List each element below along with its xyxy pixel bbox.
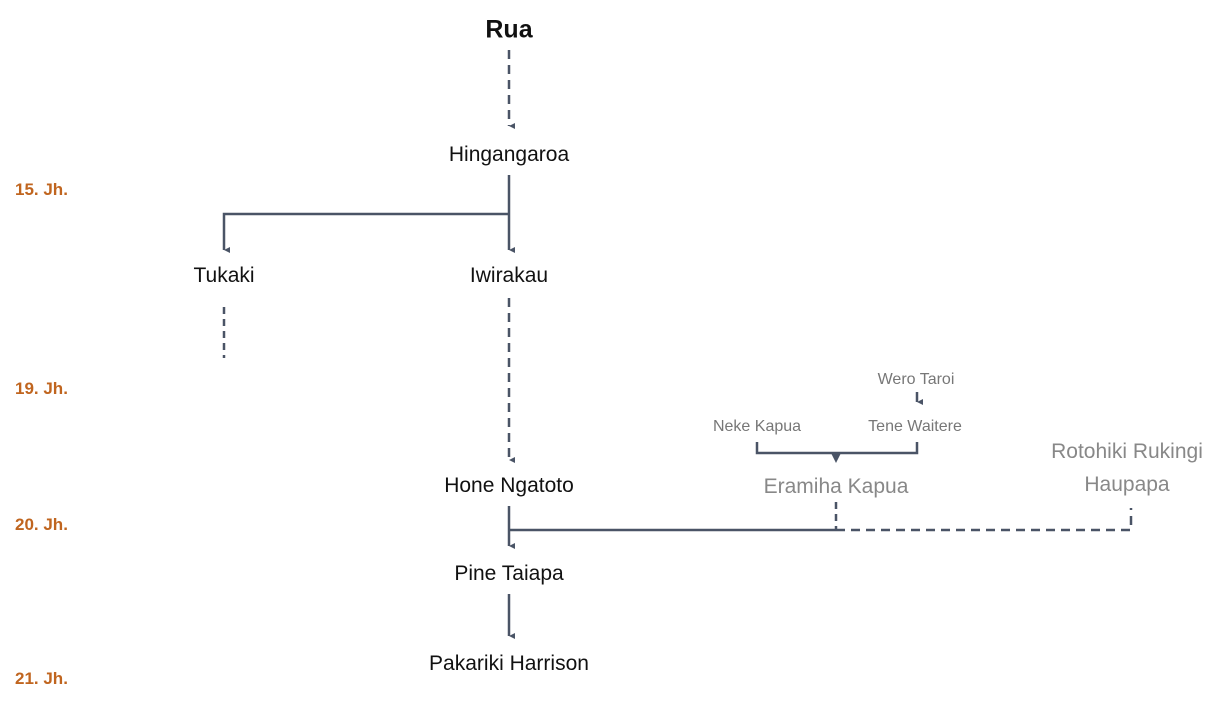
person-hone-ngatoto: Hone Ngatoto <box>444 474 574 497</box>
kapua-parents-bracket <box>755 442 919 455</box>
century-label: 20. Jh. <box>15 515 68 534</box>
hingangaroa-to-tukaki <box>222 212 509 250</box>
century-label: 15. Jh. <box>15 180 68 199</box>
person-pine-taiapa: Pine Taiapa <box>454 562 564 585</box>
person-tukaki: Tukaki <box>193 264 255 287</box>
century-label: 21. Jh. <box>15 669 68 688</box>
person-rotohiki-line1: Rotohiki Rukingi <box>1051 440 1203 463</box>
century-label: 19. Jh. <box>15 379 68 398</box>
person-eramiha-kapua: Eramiha Kapua <box>763 475 909 498</box>
rotohiki-link <box>836 508 1133 532</box>
person-hingangaroa: Hingangaroa <box>448 143 570 166</box>
person-wero-taroi: Wero Taroi <box>877 371 955 388</box>
person-pakariki-harrison: Pakariki Harrison <box>429 652 589 675</box>
eramiha-arrow-icon <box>831 453 841 463</box>
person-neke-kapua: Neke Kapua <box>712 418 802 435</box>
person-tene-waitere: Tene Waitere <box>868 418 962 435</box>
person-iwirakau: Iwirakau <box>469 264 549 287</box>
person-rua: Rua <box>485 15 533 44</box>
person-rotohiki-line2: Haupapa <box>1084 473 1170 496</box>
